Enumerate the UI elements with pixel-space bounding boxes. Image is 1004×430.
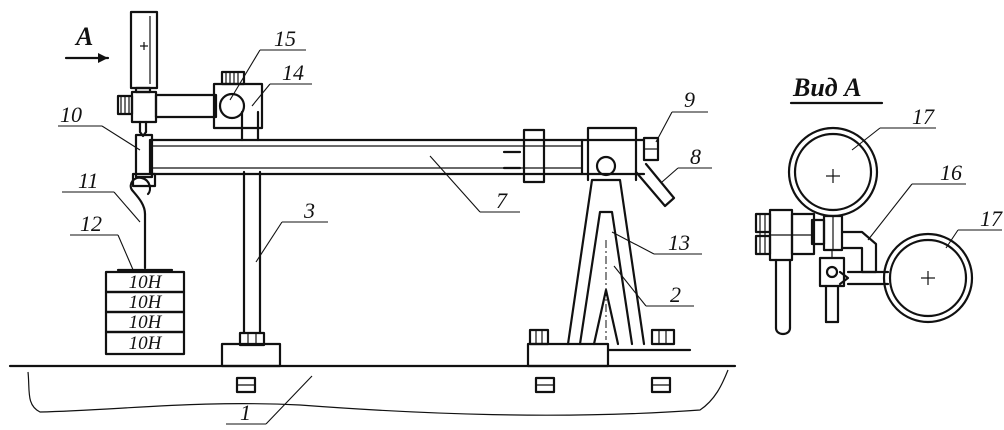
label-part-11: 11 (78, 168, 98, 193)
view-marker-label: A (74, 22, 93, 51)
weight-label-4: 10Н (129, 333, 163, 354)
label-part-10: 10 (60, 102, 82, 127)
label-part-7: 7 (496, 188, 508, 213)
label-part-9: 9 (684, 87, 695, 112)
view-arrow-a (64, 53, 110, 63)
label-part-13: 13 (668, 230, 690, 255)
label-part-14: 14 (282, 60, 304, 85)
label-part-17-right: 17 (980, 206, 1003, 231)
weight-label-3: 10Н (129, 312, 163, 333)
weight-label-2: 10Н (129, 292, 163, 313)
indicator-holder (116, 70, 264, 130)
clamp-rod (240, 110, 260, 142)
label-part-2: 2 (670, 282, 681, 307)
leader-lines (58, 49, 1002, 425)
hook (129, 172, 157, 270)
label-part-17-top: 17 (912, 104, 935, 129)
label-part-16: 16 (940, 160, 962, 185)
gauge-assembly-right (882, 232, 974, 324)
dial-indicator-side (129, 10, 159, 138)
weight-label-1: 10Н (129, 272, 163, 293)
gauge-assembly-top (787, 126, 879, 252)
left-stand-rod (220, 170, 282, 368)
label-part-3: 3 (303, 198, 315, 223)
weight-stack (104, 268, 186, 356)
label-part-12: 12 (80, 211, 102, 236)
gauge-bracket (838, 230, 890, 286)
base-plate (8, 364, 737, 416)
view-title: Вид А (792, 73, 862, 102)
detail-clamp (754, 208, 846, 336)
label-part-15: 15 (274, 26, 296, 51)
label-part-8: 8 (690, 144, 701, 169)
lever-beam (134, 128, 584, 184)
label-part-1: 1 (240, 400, 251, 425)
right-support (526, 126, 692, 368)
